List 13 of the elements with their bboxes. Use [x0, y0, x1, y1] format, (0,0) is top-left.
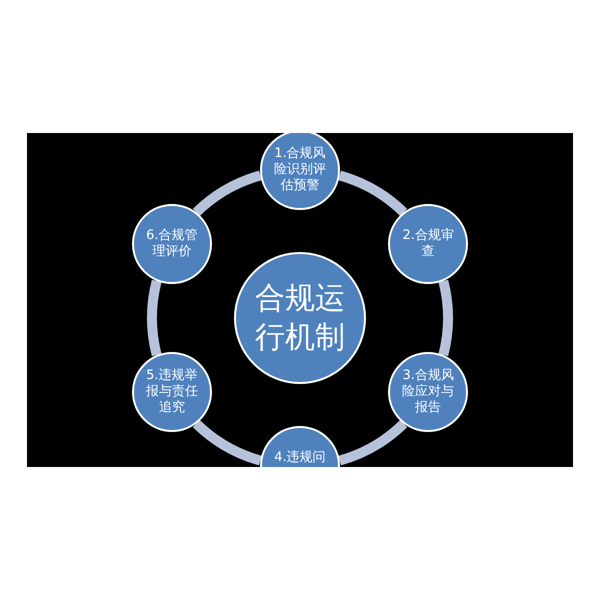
node-label: 6.合规管理评价: [146, 228, 198, 260]
node-label: 1.合规风险识别评估预警: [274, 146, 326, 194]
ring-connector: [193, 170, 262, 216]
node-label: 5.违规举报与责任追究: [146, 368, 198, 416]
node-label: 2.合规审查: [402, 228, 454, 260]
ring-connector: [338, 170, 407, 216]
ring-connector: [147, 280, 162, 356]
node-label: 4.违规问: [274, 450, 326, 466]
ring-connector: [438, 280, 453, 356]
node-label: 合规运行机制: [254, 280, 346, 357]
ring-connector: [338, 420, 407, 466]
ring-connector: [193, 420, 262, 466]
node-label: 3.合规风险应对与报告: [402, 368, 454, 416]
